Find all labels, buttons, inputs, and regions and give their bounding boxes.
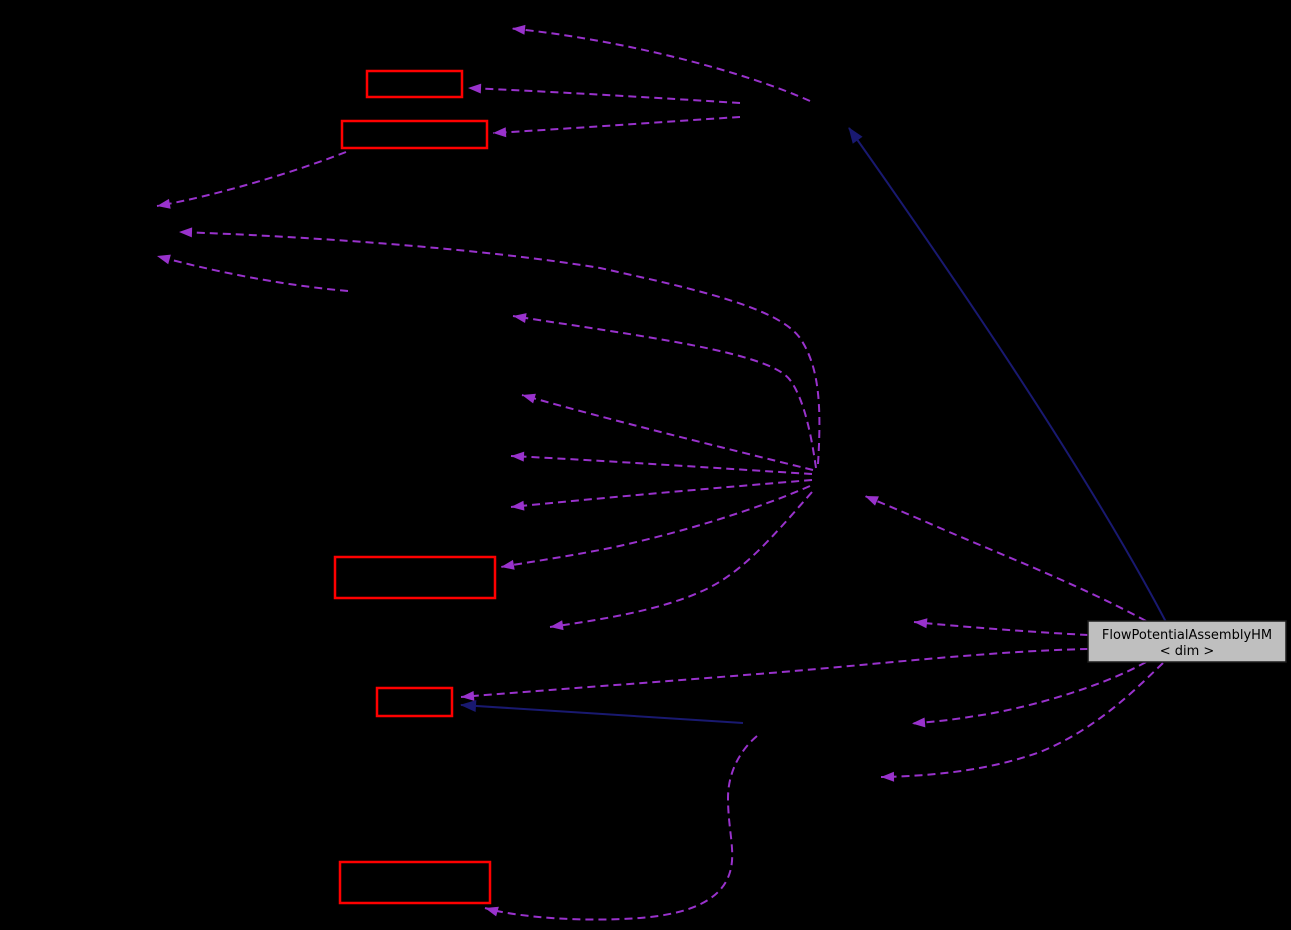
usage-edge-1 — [511, 24, 811, 102]
main-class-node[interactable]: FlowPotentialAssemblyHM < dim > — [1087, 620, 1287, 663]
usage-edge-5 — [178, 227, 821, 465]
class-node-box-4[interactable] — [375, 686, 454, 718]
main-class-node-label-line2: < dim > — [1160, 644, 1215, 659]
usage-edge-12 — [864, 495, 1147, 622]
usage-edge-9 — [510, 479, 813, 511]
usage-edge-3 — [492, 116, 741, 138]
inheritance-edge-1 — [848, 127, 1167, 623]
usage-edge-16 — [880, 662, 1164, 782]
usage-edge-18 — [484, 735, 758, 921]
usage-edge-7 — [521, 393, 814, 471]
usage-edge-8 — [510, 451, 813, 475]
main-class-node-label-line1: FlowPotentialAssemblyHM — [1102, 628, 1272, 643]
usage-edge-6 — [512, 313, 817, 469]
usage-edge-13 — [913, 618, 1089, 636]
class-node-box-3[interactable] — [333, 555, 497, 600]
usage-edge-15 — [911, 661, 1147, 728]
usage-edge-17 — [156, 254, 349, 292]
usage-edge-11 — [549, 491, 813, 631]
usage-edge-14 — [460, 648, 1089, 701]
class-node-box-5[interactable] — [338, 860, 492, 905]
usage-edge-10 — [500, 485, 811, 570]
inheritance-edge-2 — [460, 699, 744, 724]
class-node-box-1[interactable] — [365, 69, 464, 99]
main-class-node-box[interactable] — [1087, 620, 1287, 663]
class-node-box-2[interactable] — [340, 119, 489, 150]
usage-edge-4 — [156, 151, 347, 209]
usage-edge-2 — [467, 83, 741, 104]
